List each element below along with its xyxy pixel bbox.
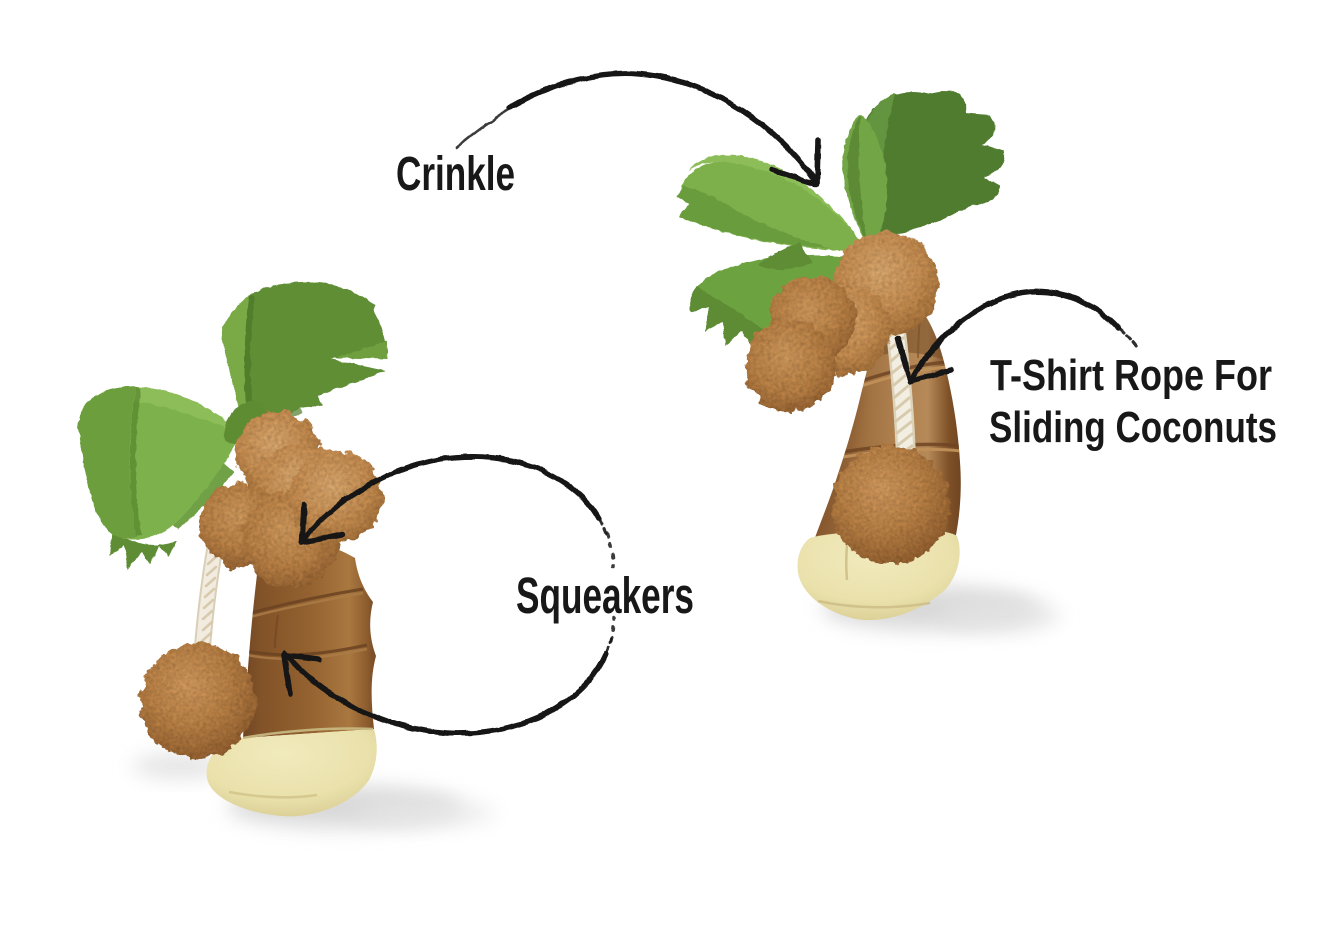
svg-text:Crinkle: Crinkle [396,148,515,201]
svg-text:Squeakers: Squeakers [516,567,694,624]
svg-text:T-Shirt Rope For: T-Shirt Rope For [990,351,1272,400]
svg-text:Sliding Coconuts: Sliding Coconuts [989,403,1277,452]
